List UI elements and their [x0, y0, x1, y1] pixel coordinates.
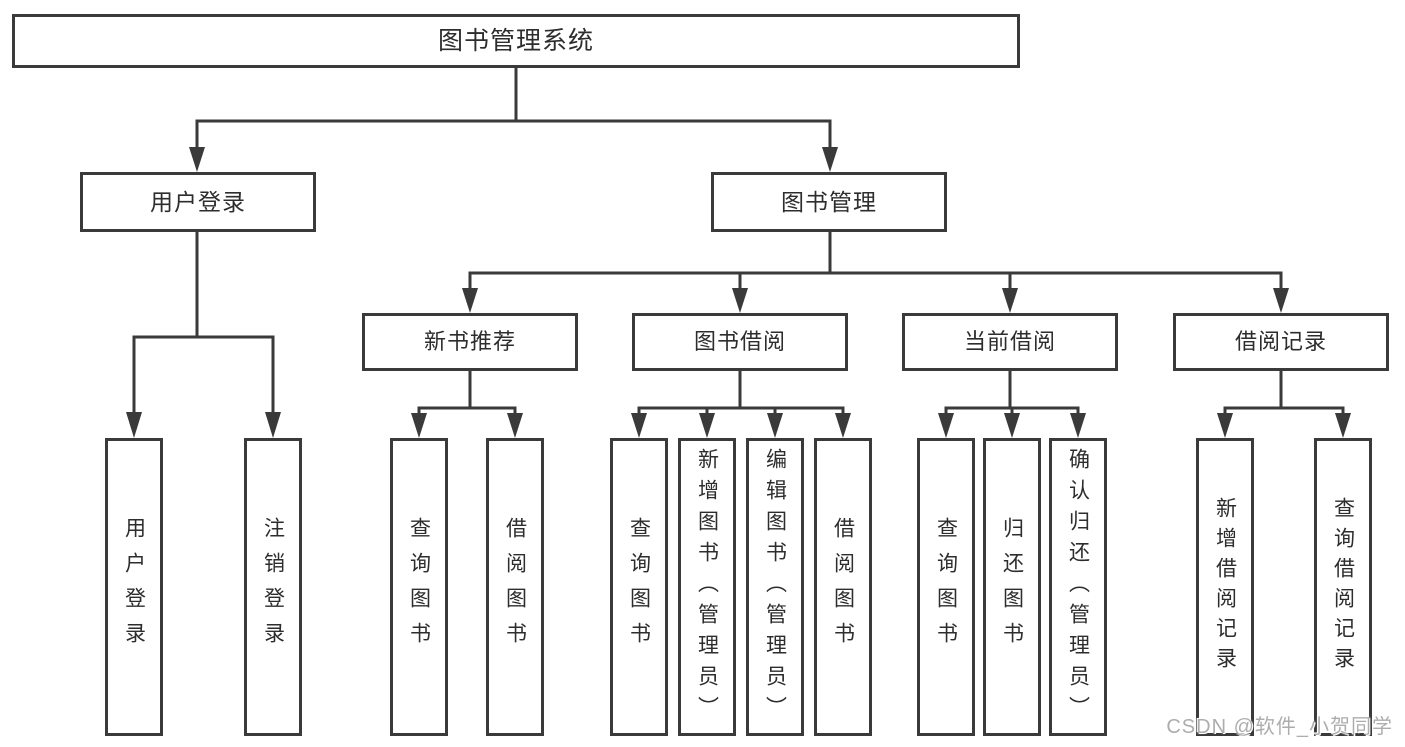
- node-label: 新增借阅记录: [1213, 497, 1237, 677]
- node-user-login: 用户登录: [80, 172, 316, 232]
- leaf-add-books-admin: 新增图书（管理员）: [678, 438, 736, 736]
- node-label: 查询图书: [934, 517, 958, 657]
- node-label: 归还图书: [1000, 517, 1024, 657]
- csdn-watermark: CSDN @软件_小贺同学: [1166, 716, 1393, 738]
- leaf-query-books-borrow: 查询图书: [610, 438, 668, 736]
- leaf-return-books: 归还图书: [983, 438, 1041, 736]
- leaf-query-books-current: 查询图书: [917, 438, 975, 736]
- leaf-query-books-recommend: 查询图书: [390, 438, 448, 736]
- node-label: 新增图书（管理员）: [695, 447, 719, 727]
- node-label: 图书管理: [781, 188, 877, 215]
- node-label: 查询图书: [407, 517, 431, 657]
- node-label: 用户登录: [150, 188, 246, 215]
- node-new-book-recommend: 新书推荐: [362, 313, 578, 371]
- node-label: 借阅图书: [831, 517, 855, 657]
- node-label: 用户登录: [122, 517, 146, 657]
- node-book-management: 图书管理: [711, 172, 947, 232]
- leaf-query-borrow-record: 查询借阅记录: [1314, 438, 1372, 736]
- leaf-edit-books-admin: 编辑图书（管理员）: [746, 438, 804, 736]
- node-label: 图书借阅: [693, 329, 786, 354]
- node-book-borrow: 图书借阅: [632, 313, 848, 371]
- node-label: 借阅记录: [1234, 329, 1327, 354]
- node-label: 图书管理系统: [437, 26, 594, 55]
- node-borrow-records: 借阅记录: [1173, 313, 1389, 371]
- node-label: 注销登录: [261, 517, 285, 657]
- leaf-confirm-return-admin: 确认归还（管理员）: [1049, 438, 1107, 736]
- node-label: 查询借阅记录: [1331, 497, 1355, 677]
- leaf-borrow-books: 借阅图书: [814, 438, 872, 736]
- node-label: 当前借阅: [963, 329, 1056, 354]
- node-label: 确认归还（管理员）: [1066, 447, 1090, 727]
- leaf-add-borrow-record: 新增借阅记录: [1196, 438, 1254, 736]
- leaf-user-login: 用户登录: [105, 438, 163, 736]
- node-label: 编辑图书（管理员）: [763, 447, 787, 727]
- leaf-logout: 注销登录: [244, 438, 302, 736]
- node-label: 借阅图书: [503, 517, 527, 657]
- node-library-system: 图书管理系统: [12, 14, 1020, 68]
- leaf-borrow-books-recommend: 借阅图书: [486, 438, 544, 736]
- node-label: 查询图书: [627, 517, 651, 657]
- node-label: 新书推荐: [423, 329, 516, 354]
- node-current-borrow: 当前借阅: [902, 313, 1118, 371]
